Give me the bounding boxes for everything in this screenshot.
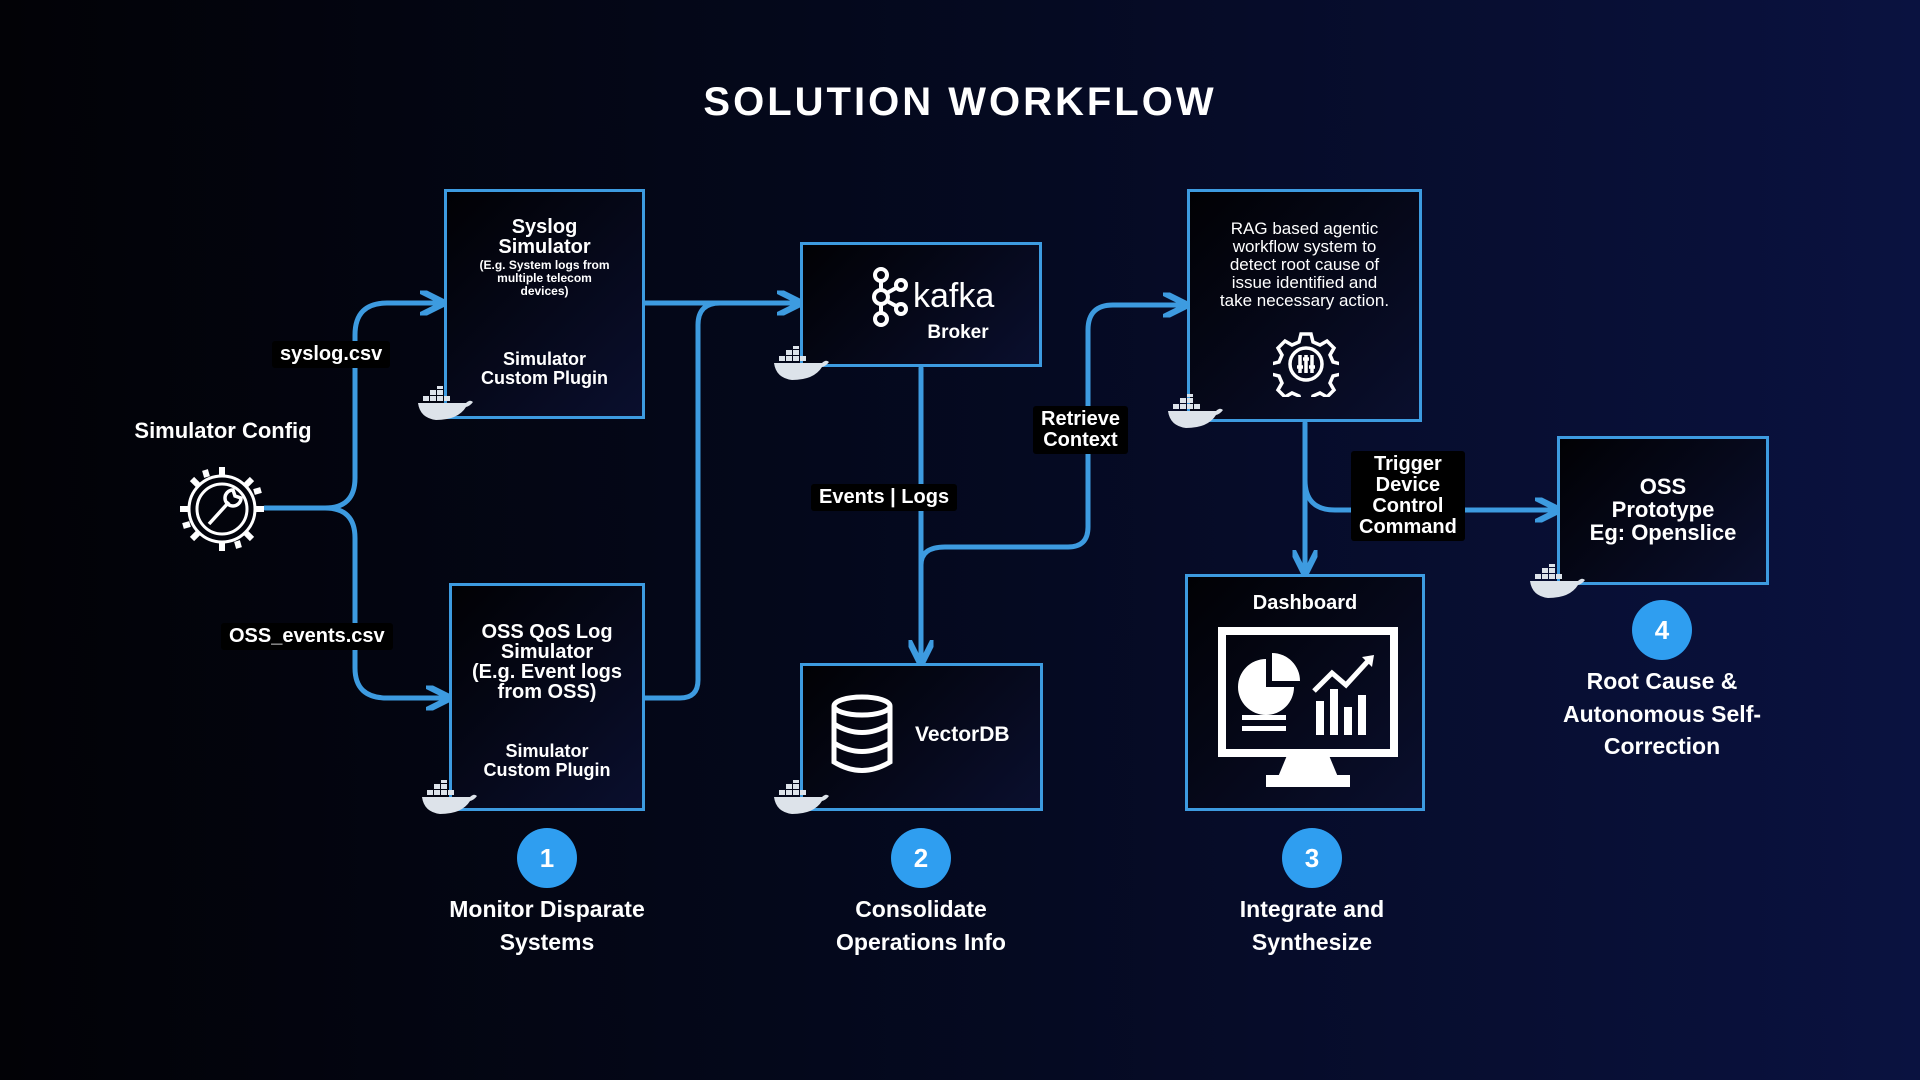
step-2-line-1: Consolidate [855,896,987,922]
syslog-title-1: Syslog [511,216,578,238]
simulator-config-label: Simulator Config [134,418,312,443]
rag-line-2: workflow system to [1232,237,1377,256]
wire-config-oss [322,505,446,698]
step-2-badge: 2 [891,828,951,888]
dashboard-box: Dashboard [1185,574,1425,811]
step-1-badge: 1 [517,828,577,888]
oss-proto-line-2: Prototype [1611,497,1715,522]
step-4-line-3: Correction [1603,733,1721,760]
oss-box-line-1: OSS QoS Log [481,621,613,643]
step-4-badge: 4 [1632,600,1692,660]
monitor-chart-icon [1218,627,1398,787]
vectordb-box: VectorDB [800,663,1043,811]
retrieve-context-line-1: Retrieve [1041,408,1120,430]
trigger-line-4: Command [1359,516,1457,538]
step-4-line-2: Autonomous Self- [1562,700,1762,727]
oss-events-csv-label: OSS_events.csv [221,623,393,650]
oss-qos-simulator-box: OSS QoS Log Simulator (E.g. Event logs f… [449,583,645,811]
syslog-subtitle-3: devices) [520,284,569,298]
step-4-caption: Root Cause & Autonomous Self- Correction [1532,665,1792,763]
rag-line-5: take necessary action. [1219,291,1390,310]
oss-box-line-4: from OSS) [497,681,597,703]
wire-config-syslog [262,303,440,511]
rag-line-4: issue identified and [1231,273,1378,292]
syslog-csv-label: syslog.csv [272,341,391,368]
docker-whale-icon [1530,564,1585,598]
syslog-plugin-1: Simulator [502,349,586,369]
gear-wrench-icon [180,467,264,551]
wire-oss-kafka [642,300,723,701]
page-title: SOLUTION WORKFLOW [703,80,1217,124]
database-icon [831,694,893,773]
trigger-line-1: Trigger [1374,453,1442,475]
rag-line-3: detect root cause of [1229,255,1380,274]
vectordb-name: VectorDB [915,723,1010,746]
step-2-line-2: Operations Info [836,928,1006,955]
oss-plugin-2: Custom Plugin [483,760,611,780]
docker-whale-icon [418,386,473,420]
step-1-line-1: Monitor Disparate [449,896,645,922]
step-1-line-2: Systems [499,928,595,955]
syslog-title-2: Simulator [498,236,591,258]
kafka-role: Broker [927,322,989,343]
step-3-badge: 3 [1282,828,1342,888]
trigger-command-label: Trigger Device Control Command [1351,451,1465,541]
step-4-line-1: Root Cause & [1586,668,1738,694]
wire-rag-openslice [1302,477,1555,510]
rag-agentic-box: RAG based agentic workflow system to det… [1187,189,1422,422]
step-3-caption: Integrate and Synthesize [1182,893,1442,958]
step-1-caption: Monitor Disparate Systems [417,893,677,958]
oss-prototype-box: OSS Prototype Eg: Openslice [1557,436,1769,585]
retrieve-context-line-2: Context [1043,429,1118,451]
syslog-subtitle-2: multiple telecom [497,271,592,285]
kafka-logo-icon [872,267,908,327]
oss-proto-line-1: OSS [1639,474,1687,499]
kafka-name: kafka [913,277,995,315]
dashboard-name: Dashboard [1252,592,1358,614]
wire-retrieve-context [918,305,1183,583]
step-3-line-1: Integrate and [1239,896,1385,922]
docker-whale-icon [774,346,829,380]
docker-whale-icon [1168,394,1223,428]
oss-box-line-3: (E.g. Event logs [471,661,623,683]
docker-whale-icon [422,780,477,814]
retrieve-context-label: Retrieve Context [1033,406,1128,454]
syslog-simulator-box: Syslog Simulator (E.g. System logs from … [444,189,645,419]
oss-box-line-2: Simulator [500,641,594,663]
docker-whale-icon [774,780,829,814]
step-3-line-2: Synthesize [1251,928,1373,955]
step-2-caption: Consolidate Operations Info [791,893,1051,958]
syslog-plugin-2: Custom Plugin [481,368,608,388]
rag-line-1: RAG based agentic [1230,219,1379,238]
kafka-broker-box: kafka Broker [800,242,1042,367]
trigger-line-3: Control [1372,495,1444,517]
events-logs-label: Events | Logs [811,484,958,511]
oss-plugin-1: Simulator [505,741,589,761]
trigger-line-2: Device [1375,474,1441,496]
oss-proto-line-3: Eg: Openslice [1589,520,1737,545]
settings-gear-icon [1273,332,1339,397]
syslog-subtitle-1: (E.g. System logs from [479,258,610,272]
